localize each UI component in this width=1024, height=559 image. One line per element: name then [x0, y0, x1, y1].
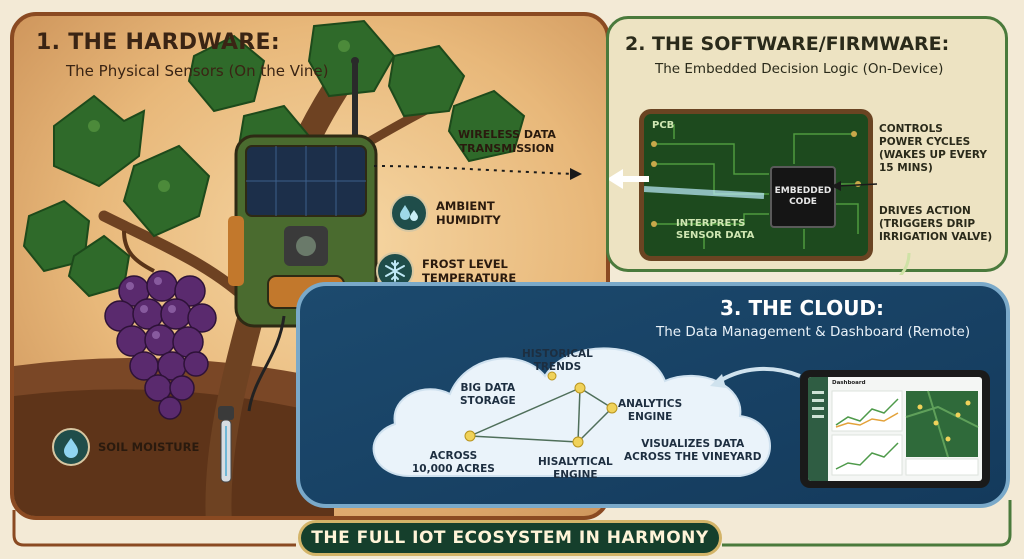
historical-trends-label: HISTORICAL TRENDS: [522, 348, 593, 374]
cloud-shape: [372, 347, 801, 477]
across-line-2: 10,000 ACRES: [412, 463, 495, 475]
drives-line-2: (TRIGGERS DRIP: [879, 218, 976, 230]
controls-line-3: (WAKES UP EVERY: [879, 149, 988, 161]
interprets-label: INTERPRETS SENSOR DATA: [676, 218, 754, 242]
frost-line-1: FROST LEVEL: [422, 257, 508, 271]
historical-line-2: TRENDS: [533, 361, 582, 373]
water-drops-icon: [390, 194, 428, 232]
bigdata-line-2: STORAGE: [460, 395, 516, 407]
chip-line-2: CODE: [789, 197, 817, 207]
water-drop-icon: [52, 428, 90, 466]
ambient-line-1: AMBIENT: [436, 199, 495, 213]
pcb-label: PCB: [652, 120, 675, 131]
ambient-line-2: HUMIDITY: [436, 213, 501, 227]
cloud-subtitle: The Data Management & Dashboard (Remote): [656, 324, 971, 340]
dashboard-graphics: [812, 390, 979, 476]
interprets-line-2: SENSOR DATA: [676, 230, 755, 241]
drives-action-note: DRIVES ACTION (TRIGGERS DRIP IRRIGATION …: [879, 205, 992, 244]
soil-moisture-label: SOIL MOISTURE: [98, 440, 200, 454]
software-title: 2. THE SOFTWARE/FIRMWARE:: [625, 33, 950, 55]
drives-line-1: DRIVES ACTION: [879, 205, 971, 217]
analytics-line-1: ANALYTICS: [618, 398, 683, 410]
cloud-panel: 3. THE CLOUD: The Data Management & Dash…: [296, 282, 1010, 508]
soil-moisture-callout: SOIL MOISTURE: [52, 428, 199, 466]
hisalytical-line-1: HISALYTICAL: [538, 456, 613, 468]
bigdata-line-1: BIG DATA: [460, 382, 516, 394]
hardware-panel: 1. THE HARDWARE: The Physical Sensors (O…: [10, 12, 610, 520]
dashboard-sidebar: [808, 377, 828, 481]
hardware-title: 1. THE HARDWARE:: [36, 30, 280, 55]
visualizes-line-2: ACROSS THE VINEYARD: [624, 451, 762, 463]
wireless-line-2: TRANSMISSION: [459, 142, 555, 155]
banner-text: THE FULL IOT ECOSYSTEM IN HARMONY: [311, 528, 709, 548]
visualizes-line-1: VISUALIZES DATA: [641, 438, 745, 450]
hardware-subtitle: The Physical Sensors (On the Vine): [66, 62, 329, 80]
cloud-title: 3. THE CLOUD:: [720, 296, 885, 320]
wireless-line-1: WIRELESS DATA: [458, 128, 556, 141]
historical-line-1: HISTORICAL: [522, 348, 593, 360]
dashboard-screen: Dashboard: [808, 377, 982, 481]
controls-line-2: POWER CYCLES: [879, 136, 971, 148]
vineyard-illustration: [14, 19, 582, 516]
dashboard-title: Dashboard: [832, 380, 866, 386]
across-acres-label: ACROSS 10,000 ACRES: [412, 450, 495, 476]
wireless-transmission-label: WIRELESS DATA TRANSMISSION: [458, 128, 556, 156]
interprets-line-1: INTERPRETS: [676, 218, 746, 229]
controls-line-1: CONTROLS: [879, 123, 943, 135]
software-panel: 2. THE SOFTWARE/FIRMWARE: The Embedded D…: [606, 16, 1008, 275]
software-subtitle: The Embedded Decision Logic (On-Device): [655, 61, 944, 77]
analytics-engine-label: ANALYTICS ENGINE: [618, 398, 682, 424]
hisalytical-line-2: ENGINE: [553, 469, 598, 481]
embedded-chip: EMBEDDED CODE: [770, 166, 836, 228]
software-arrows: [609, 169, 911, 275]
analytics-line-2: ENGINE: [627, 411, 673, 423]
controls-power-note: CONTROLS POWER CYCLES (WAKES UP EVERY 15…: [879, 123, 987, 175]
visualizes-data-label: VISUALIZES DATA ACROSS THE VINEYARD: [624, 438, 761, 464]
chip-line-1: EMBEDDED: [774, 186, 832, 196]
frost-line-2: TEMPERATURE: [422, 271, 517, 285]
drives-line-3: IRRIGATION VALVE): [879, 231, 993, 243]
ambient-humidity-callout: AMBIENT HUMIDITY: [390, 194, 501, 232]
controls-line-4: 15 MINS): [879, 162, 933, 174]
big-data-storage-label: BIG DATA STORAGE: [460, 382, 516, 408]
ecosystem-banner: THE FULL IOT ECOSYSTEM IN HARMONY: [298, 520, 722, 556]
across-line-1: ACROSS: [429, 450, 478, 462]
pcb-traces: [644, 124, 861, 249]
hisalytical-engine-label: HISALYTICAL ENGINE: [538, 456, 613, 482]
dashboard-tablet: Dashboard: [800, 370, 990, 488]
